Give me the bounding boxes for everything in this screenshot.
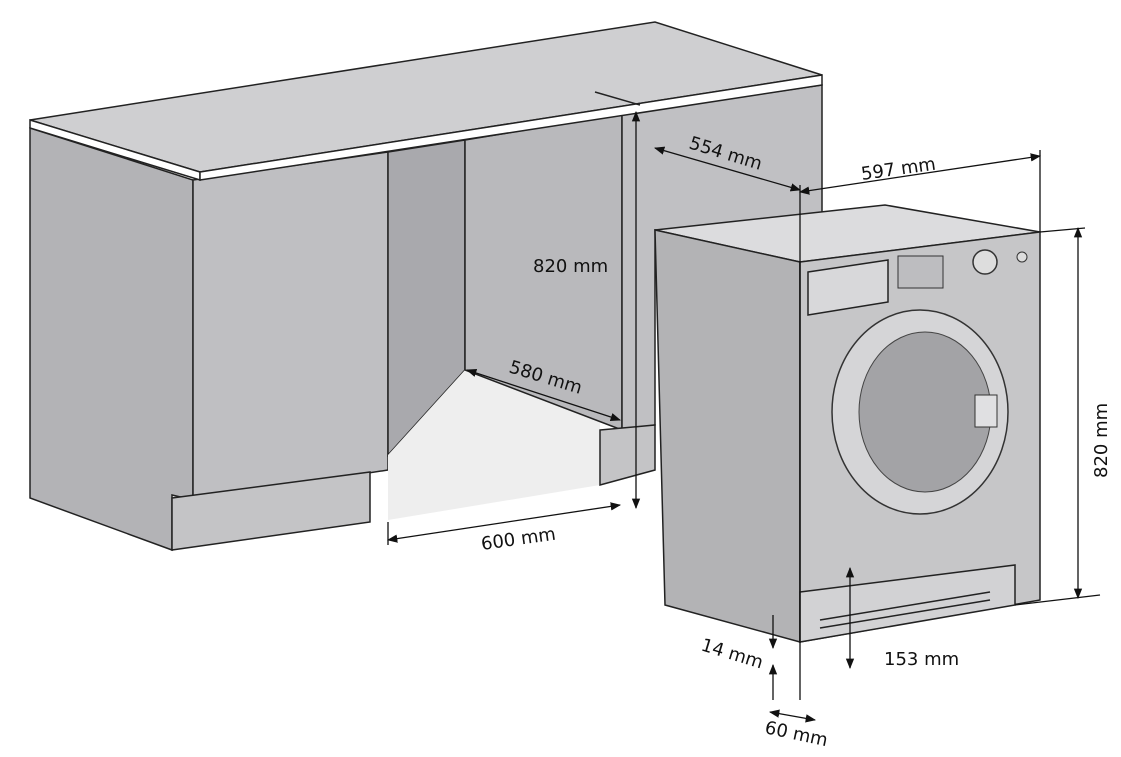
label-machine-height: 820 mm: [1091, 403, 1112, 478]
machine-side: [654, 229, 801, 643]
label-niche-width: 600 mm: [480, 524, 557, 555]
door-glass: [858, 331, 992, 493]
cabinet-right-plinth: [599, 424, 656, 486]
door-handle: [974, 394, 998, 428]
detergent-drawer: [807, 259, 889, 316]
label-machine-width: 597 mm: [860, 154, 937, 185]
label-plinth-offset: 14 mm: [699, 635, 766, 674]
label-plinth-height: 153 mm: [884, 649, 959, 670]
dimension-lines: [386, 110, 1101, 723]
cabinet-front-left: [192, 151, 389, 501]
control-display: [897, 255, 944, 289]
power-button: [1016, 251, 1028, 263]
cabinet-left-side: [29, 126, 194, 552]
cabinet-plinth: [171, 471, 371, 551]
program-knob: [972, 249, 998, 275]
label-niche-height: 820 mm: [533, 256, 608, 277]
label-plinth-depth: 60 mm: [763, 717, 830, 751]
washing-machine: [654, 204, 1041, 643]
countertop-side-edge: [199, 74, 823, 181]
